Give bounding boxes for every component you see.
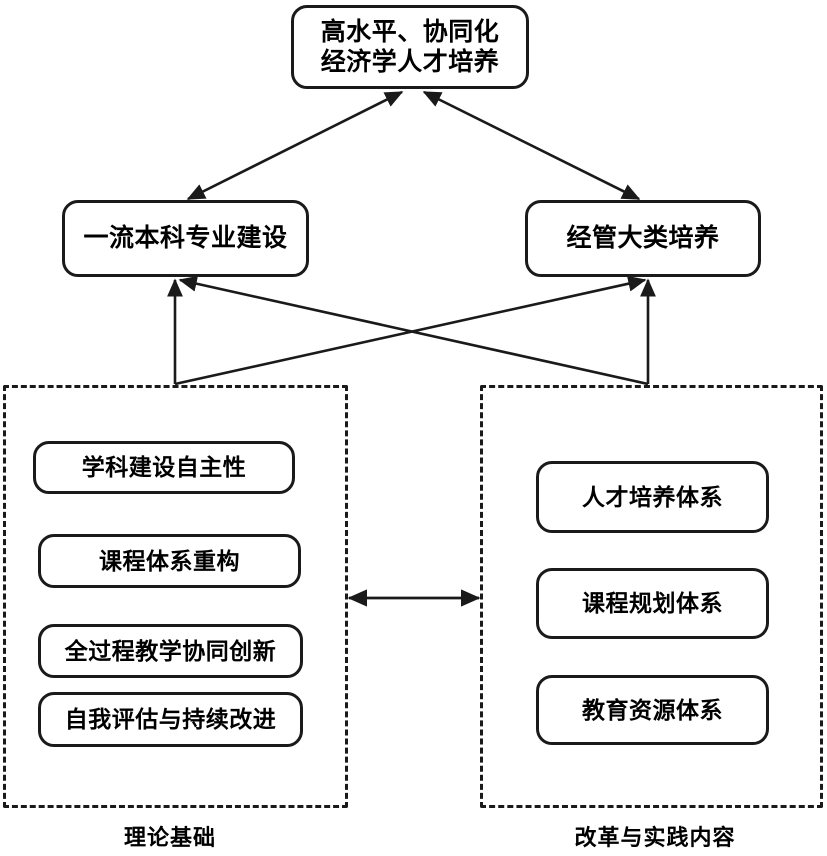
- node-reform-item-3-label: 教育资源体系: [582, 696, 723, 723]
- node-reform-item-2[interactable]: 课程规划体系: [536, 568, 769, 639]
- node-reform-item-3[interactable]: 教育资源体系: [536, 675, 769, 745]
- caption-theory-foundation: 理论基础: [123, 825, 216, 850]
- node-mid-right-label: 经管大类培养: [566, 224, 720, 253]
- node-reform-item-1[interactable]: 人才培养体系: [536, 461, 769, 533]
- node-reform-item-2-label: 课程规划体系: [582, 590, 723, 617]
- node-mid-left-label: 一流本科专业建设: [83, 224, 288, 253]
- node-top-goal-line1: 高水平、协同化: [320, 17, 500, 46]
- edge-theory-to-midright: [174, 275, 647, 386]
- edge-midleft-to-top: [186, 90, 404, 201]
- node-theory-item-4[interactable]: 自我评估与持续改进: [38, 692, 303, 747]
- node-mid-right[interactable]: 经管大类培养: [525, 200, 761, 277]
- edge-midright-to-top: [422, 90, 641, 201]
- edge-reform-to-midleft: [178, 275, 649, 386]
- node-theory-item-3[interactable]: 全过程教学协同创新: [38, 624, 303, 678]
- node-theory-item-1[interactable]: 学科建设自主性: [33, 441, 295, 494]
- node-reform-item-1-label: 人才培养体系: [582, 483, 723, 510]
- node-theory-item-4-label: 自我评估与持续改进: [64, 706, 277, 733]
- node-theory-item-3-label: 全过程教学协同创新: [64, 637, 277, 664]
- group-theory-foundation: [3, 385, 348, 808]
- node-top-goal[interactable]: 高水平、协同化 经济学人才培养: [291, 5, 529, 89]
- group-reform-practice: [480, 385, 823, 808]
- caption-reform-practice: 改革与实践内容: [574, 825, 736, 850]
- node-mid-left[interactable]: 一流本科专业建设: [62, 200, 309, 277]
- node-theory-item-1-label: 学科建设自主性: [81, 454, 247, 481]
- node-theory-item-2-label: 课程体系重构: [99, 547, 240, 574]
- node-top-goal-line2: 经济学人才培养: [320, 48, 500, 76]
- node-theory-item-2[interactable]: 课程体系重构: [38, 534, 301, 588]
